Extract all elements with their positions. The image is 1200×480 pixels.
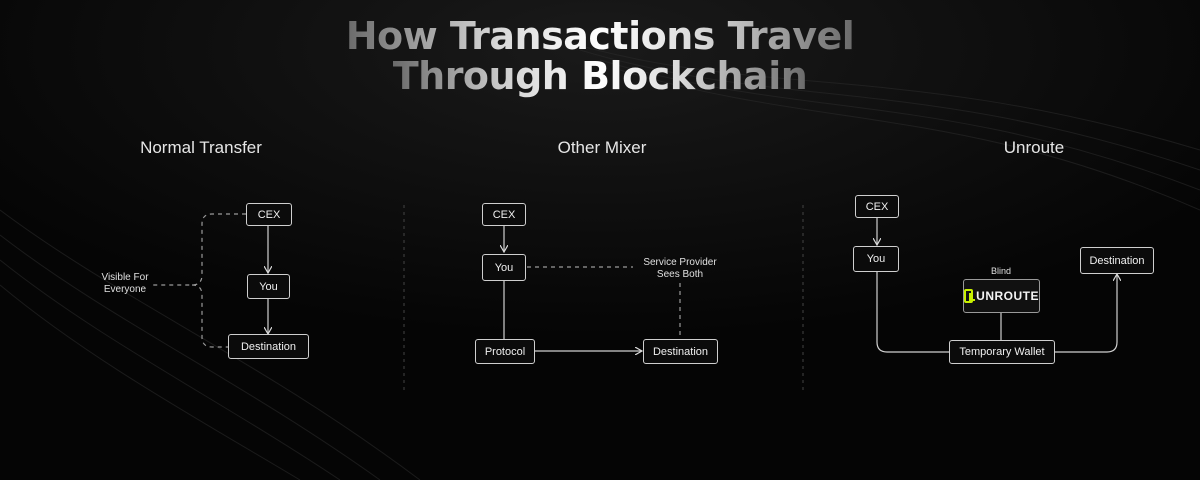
section-title-unroute: Unroute [1003, 138, 1065, 157]
mixer-provider-dashed [527, 266, 681, 339]
mixer-protocol-node: Protocol [475, 339, 535, 364]
normal-visibility-note: Visible For Everyone [101, 272, 149, 295]
unroute-arrow-wallet-destination [1055, 274, 1117, 353]
page-title-line-1: How Transactions Travel [345, 14, 855, 58]
normal-cex-node: CEX [246, 203, 292, 226]
unroute-logo-text: UNROUTE [976, 289, 1039, 303]
unroute-blind-label: Blind [990, 266, 1011, 276]
mixer-provider-note: Service Provider Sees Both [643, 257, 717, 280]
mixer-destination-node: Destination [643, 339, 718, 364]
unroute-logo-icon [964, 289, 976, 303]
page-title-line-2: Through Blockchain [392, 54, 808, 98]
unroute-temporary-wallet-node: Temporary Wallet [949, 340, 1055, 364]
normal-visibility-bracket [152, 213, 246, 348]
unroute-you-node: You [853, 246, 899, 272]
unroute-logo: UNROUTE [963, 279, 1040, 313]
unroute-line-you-wallet [876, 272, 949, 353]
section-title-other-mixer: Other Mixer [557, 138, 647, 157]
section-title-normal-transfer: Normal Transfer [140, 138, 262, 157]
normal-destination-node: Destination [228, 334, 309, 359]
unroute-destination-node: Destination [1080, 247, 1154, 274]
mixer-you-node: You [482, 254, 526, 281]
unroute-cex-node: CEX [855, 195, 899, 218]
normal-you-node: You [247, 274, 290, 299]
mixer-cex-node: CEX [482, 203, 526, 226]
